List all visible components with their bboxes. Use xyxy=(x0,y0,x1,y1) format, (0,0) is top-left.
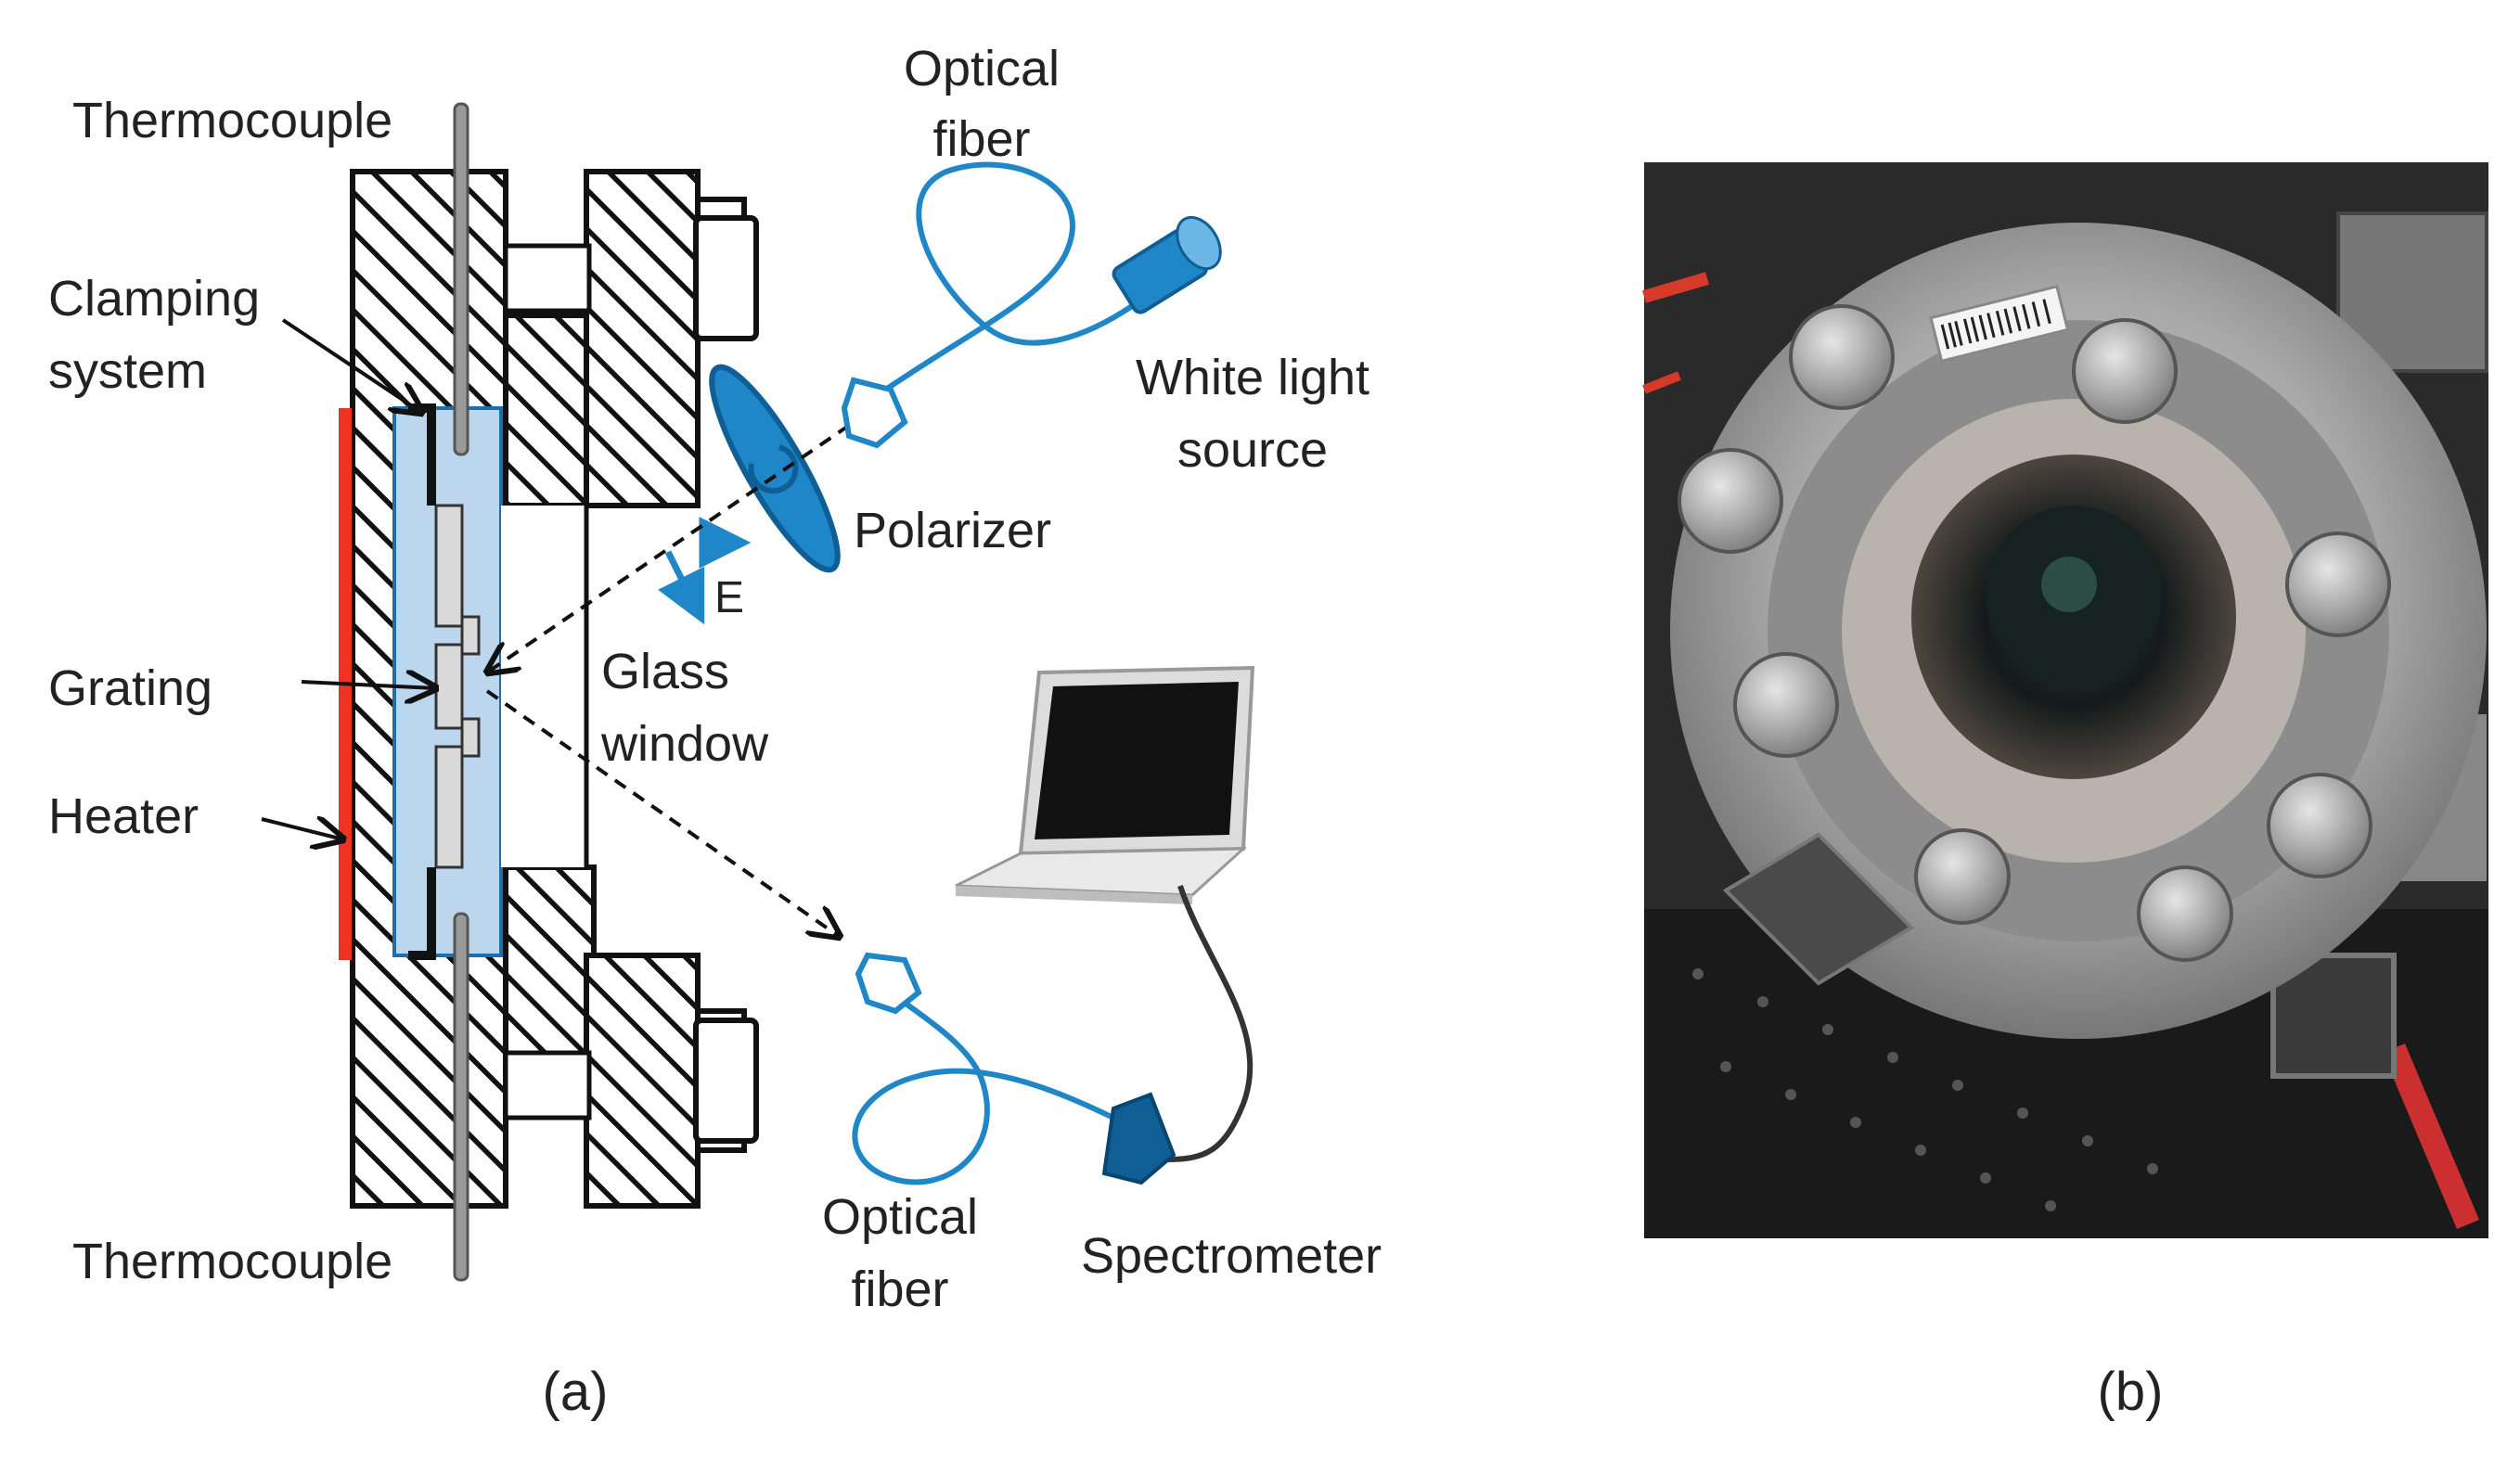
label-grating: Grating xyxy=(48,660,212,716)
laptop-icon xyxy=(955,665,1255,904)
spectrometer-icon xyxy=(1101,1092,1176,1185)
label-thermocouple-top: Thermocouple xyxy=(72,93,392,148)
leader-lines xyxy=(261,318,436,839)
thermocouple-bottom xyxy=(453,912,469,1282)
panel-b-photo: (b) xyxy=(1642,162,2488,1422)
grating xyxy=(434,504,481,869)
lower-bolt-block xyxy=(584,953,701,1209)
lower-clamp-plate xyxy=(503,864,597,1060)
label-white-light-line1: White light xyxy=(1136,350,1369,405)
field-vector-e: E xyxy=(658,517,752,625)
label-polarizer: Polarizer xyxy=(854,503,1051,558)
flange-bolts xyxy=(1678,304,2391,962)
usb-cable xyxy=(1166,885,1254,1162)
caption-a: (a) xyxy=(543,1362,609,1422)
label-clamping-line2: system xyxy=(48,343,207,399)
label-optical-fiber-bottom-line2: fiber xyxy=(851,1261,948,1317)
optical-fiber-bottom xyxy=(852,952,1125,1185)
upper-bolt-head xyxy=(693,197,759,341)
label-thermocouple-bottom: Thermocouple xyxy=(72,1234,392,1289)
label-white-light-line2: source xyxy=(1177,422,1328,478)
label-optical-fiber-top-line1: Optical xyxy=(904,41,1060,96)
fiber-connector-bottom xyxy=(855,952,922,1015)
upper-bolt-block xyxy=(584,169,701,508)
label-spectrometer: Spectrometer xyxy=(1081,1228,1382,1284)
label-optical-fiber-top-line2: fiber xyxy=(932,111,1030,167)
light-path xyxy=(487,411,869,937)
panel-a-schematic: E xyxy=(48,41,1382,1422)
optical-fiber-top xyxy=(841,161,1171,449)
thermocouple-top xyxy=(453,102,469,456)
fiber-connector-top xyxy=(841,377,908,449)
lower-bolt-head xyxy=(693,1008,759,1153)
polarizer xyxy=(709,364,841,573)
barcode-sticker xyxy=(1929,284,2070,364)
caption-b: (b) xyxy=(2098,1362,2164,1422)
label-heater: Heater xyxy=(48,788,199,844)
label-glass-window-line2: window xyxy=(600,716,769,772)
clamping-system-lower xyxy=(408,867,436,960)
white-light-source xyxy=(1112,215,1222,314)
field-vector-label: E xyxy=(714,573,744,622)
label-glass-window-line1: Glass xyxy=(601,644,729,699)
label-clamping-line1: Clamping xyxy=(48,271,260,327)
glass-window xyxy=(501,506,586,867)
upper-clamp-plate xyxy=(503,313,597,508)
label-optical-fiber-bottom-line1: Optical xyxy=(822,1189,978,1245)
